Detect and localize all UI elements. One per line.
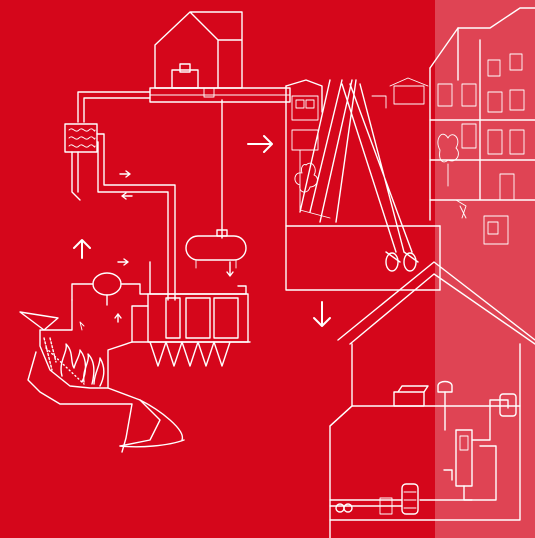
diagram-canvas [0,0,535,538]
district-heating-illustration [0,0,535,538]
